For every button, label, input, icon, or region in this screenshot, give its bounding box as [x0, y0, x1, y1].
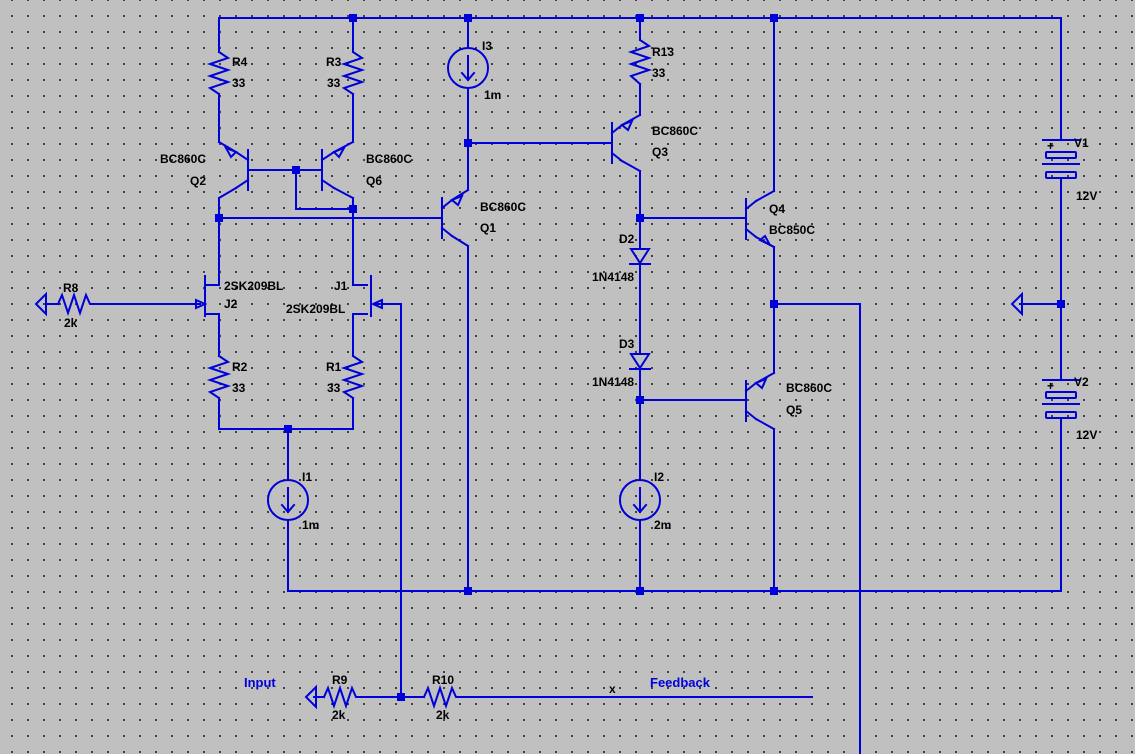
- ground-port-r8: [34, 291, 59, 317]
- diode-d2[interactable]: [629, 248, 651, 265]
- q2-ref: Q2: [190, 174, 206, 188]
- i1-value: 1m: [302, 518, 319, 532]
- svg-text:+: +: [1047, 379, 1054, 393]
- r4-value: 33: [232, 76, 246, 90]
- net-labels: Input Feedback x: [244, 675, 711, 696]
- diode-d3[interactable]: [629, 353, 651, 370]
- input-net-label: Input: [244, 675, 276, 690]
- d3-model: 1N4148: [592, 375, 634, 389]
- d2-model: 1N4148: [592, 270, 634, 284]
- voltage-source-v1[interactable]: +: [1042, 139, 1080, 187]
- q5-model: BC860C: [786, 381, 832, 395]
- v1-ref: V1: [1074, 136, 1089, 150]
- r13-value: 33: [652, 66, 666, 80]
- j2-ref: J2: [224, 297, 238, 311]
- i3-ref: I3: [482, 39, 492, 53]
- r2-value: 33: [232, 381, 246, 395]
- feedback-net-label: Feedback: [650, 675, 711, 690]
- r4-ref: R4: [232, 55, 248, 69]
- r9-value: 2k: [332, 708, 346, 722]
- v2-value: 12V: [1076, 428, 1097, 442]
- svg-text:+: +: [1047, 139, 1054, 153]
- current-source-i2[interactable]: [619, 479, 661, 521]
- v2-ref: V2: [1074, 375, 1089, 389]
- r3-value: 33: [327, 76, 341, 90]
- current-source-i1[interactable]: [267, 479, 309, 521]
- i3-value: 1m: [484, 88, 501, 102]
- r10-value: 2k: [436, 708, 450, 722]
- d2-ref: D2: [619, 232, 635, 246]
- r3-ref: R3: [326, 55, 342, 69]
- q4-ref: Q4: [769, 202, 785, 216]
- q4-model: BC850C: [769, 223, 815, 237]
- r8-value: 2k: [64, 316, 78, 330]
- component-labels: R4 33 R3 33 I3 1m R13 33 BC860C Q3 BC860…: [63, 39, 1097, 722]
- r1-value: 33: [327, 381, 341, 395]
- i2-value: 2m: [654, 518, 671, 532]
- transistor-bars: [234, 122, 758, 422]
- emitter-arrows: [195, 119, 773, 390]
- q1-ref: Q1: [480, 221, 496, 235]
- q6-ref: Q6: [366, 174, 382, 188]
- v1-value: 12V: [1076, 189, 1097, 203]
- r2-ref: R2: [232, 360, 248, 374]
- i2-ref: I2: [654, 470, 664, 484]
- r8-ref: R8: [63, 281, 79, 295]
- q1-model: BC860C: [480, 200, 526, 214]
- d3-ref: D3: [619, 337, 635, 351]
- q3-model: BC860C: [652, 124, 698, 138]
- i1-ref: I1: [302, 470, 312, 484]
- q6-model: BC860C: [366, 152, 412, 166]
- j1-model: 2SK209BL: [286, 302, 345, 316]
- r9-ref: R9: [332, 673, 348, 687]
- ground-port-supply: [1010, 291, 1023, 317]
- r1-ref: R1: [326, 360, 342, 374]
- j2-model: 2SK209BL: [224, 279, 283, 293]
- current-source-i3[interactable]: [447, 47, 489, 89]
- junction-dots: [215, 14, 1065, 701]
- r10-ref: R10: [432, 673, 454, 687]
- j1-ref: J1: [334, 279, 348, 293]
- ground-port-r9: [304, 684, 317, 710]
- voltage-source-v2[interactable]: +: [1042, 379, 1080, 425]
- wires: [91, 17, 1062, 754]
- node-x-label: x: [609, 682, 616, 696]
- q5-ref: Q5: [786, 403, 802, 417]
- r13-ref: R13: [652, 45, 674, 59]
- q2-model: BC860C: [160, 152, 206, 166]
- resistor-bodies: [56, 38, 653, 710]
- q3-ref: Q3: [652, 145, 668, 159]
